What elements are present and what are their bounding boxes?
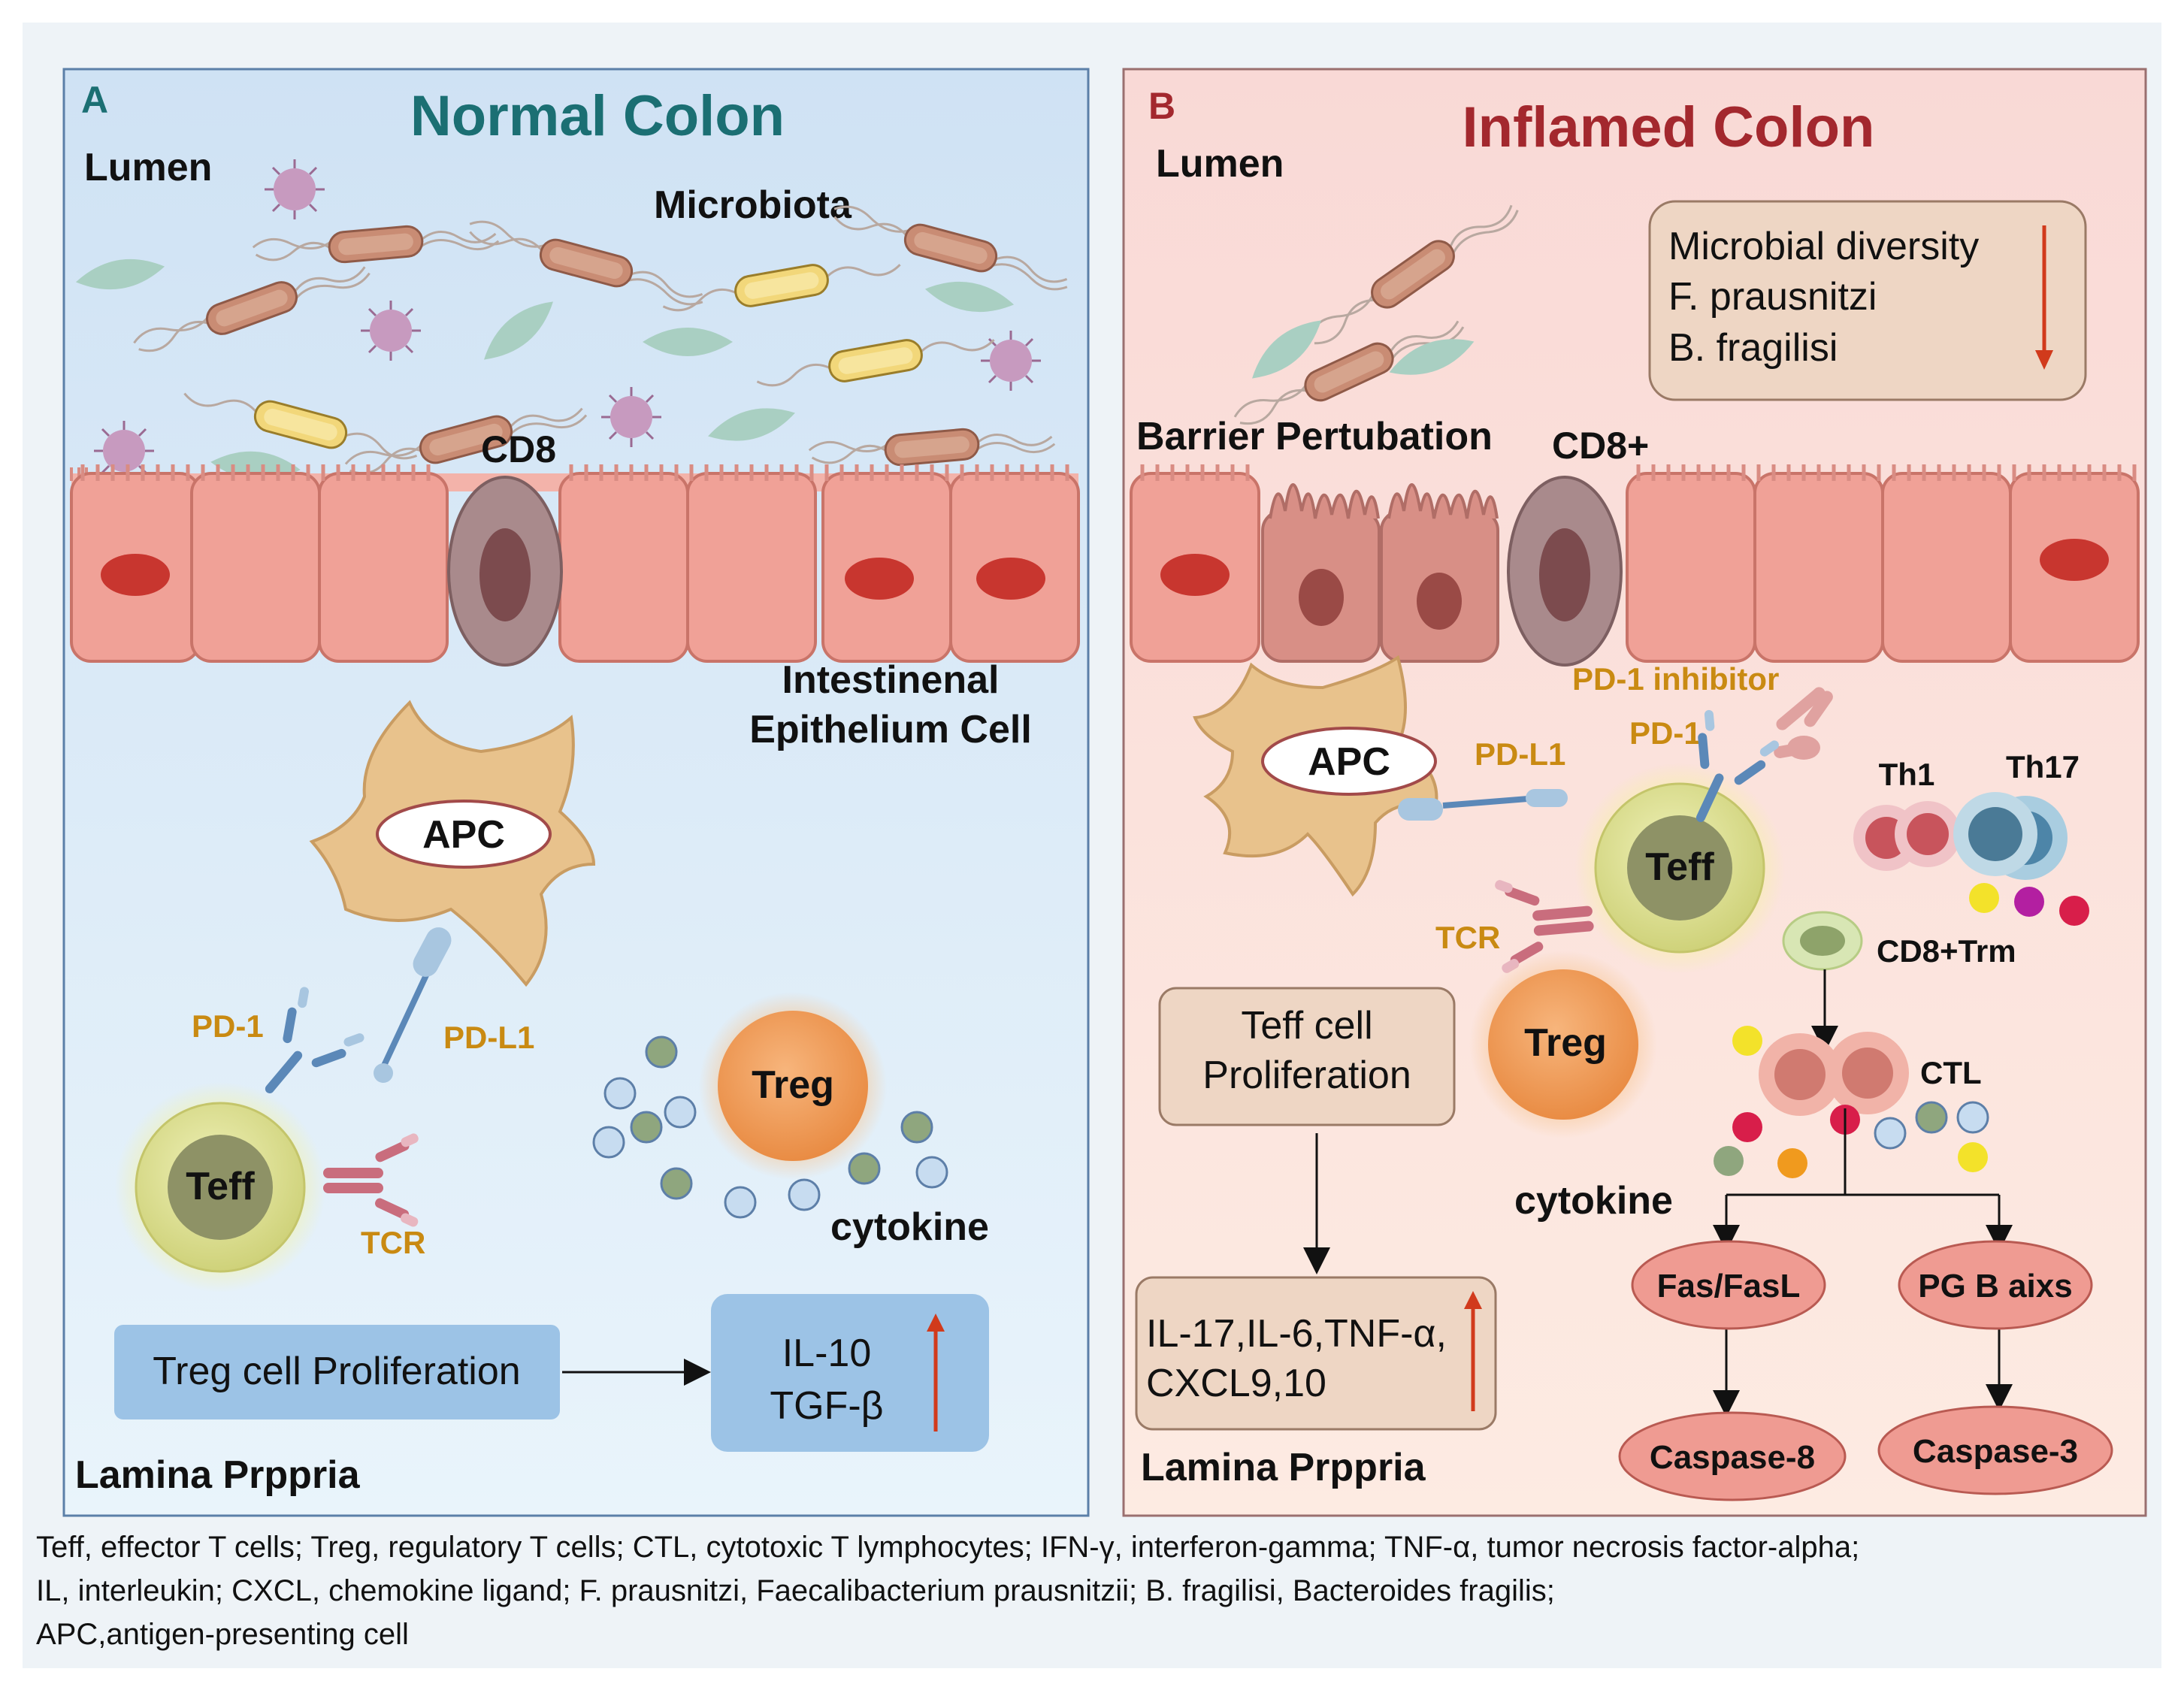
treg-cell-b	[1469, 951, 1657, 1138]
teff-prolif-line2: Proliferation	[1202, 1054, 1411, 1097]
treg-label-a: Treg	[752, 1063, 834, 1107]
panel-b: B Inflamed Colon Lumen Microbial diversi…	[1122, 68, 2147, 1517]
panel-a-lamina: Lamina Prppria	[75, 1453, 361, 1497]
cd8plus-label: CD8+	[1552, 425, 1649, 467]
panel-a-title: Normal Colon	[410, 84, 785, 148]
pathway-connectors	[1713, 1108, 2013, 1417]
apc-label-a: APC	[422, 813, 505, 857]
pd1-label-b: PD-1	[1629, 715, 1702, 751]
up-arrow-icon-b	[1464, 1291, 1482, 1411]
pdl1-label-a: PD-L1	[443, 1020, 534, 1055]
caption-line-3: APC,antigen-presenting cell	[36, 1618, 409, 1651]
th17-label: Th17	[2006, 749, 2080, 785]
fas-label: Fas/FasL	[1657, 1268, 1801, 1305]
pd1-inhibitor-icon	[1774, 687, 1833, 760]
pdl1-label-b: PD-L1	[1475, 736, 1565, 772]
th1-cells	[1853, 801, 1961, 871]
ctl-cells	[1759, 1032, 1909, 1116]
casp3-label: Caspase-3	[1913, 1433, 2078, 1470]
treg-prolif-box	[114, 1325, 560, 1419]
th17-cells	[1953, 792, 2089, 926]
il10-box	[711, 1294, 989, 1452]
th1-label: Th1	[1879, 757, 1935, 792]
pdl1-a	[374, 927, 452, 1083]
pd1-inhibitor-label: PD-1 inhibitor	[1572, 661, 1779, 697]
cytokines-b	[1714, 1026, 1989, 1178]
fas-node	[1631, 1240, 1826, 1330]
panel-b-title: Inflamed Colon	[1463, 95, 1875, 159]
treg-cell-a	[699, 992, 887, 1180]
casp3-node	[1877, 1405, 2113, 1495]
microbe-info-box	[1648, 200, 2087, 401]
casp8-node	[1618, 1411, 1847, 1501]
pd1-label-a: PD-1	[192, 1008, 264, 1044]
panel-b-lamina: Lamina Prppria	[1141, 1446, 1426, 1489]
apc-cell-a	[309, 700, 596, 987]
panel-a-letter: A	[81, 79, 108, 121]
cyto-line1: IL-17,IL-6,TNF-α,	[1146, 1312, 1447, 1356]
panel-b-letter: B	[1148, 85, 1175, 127]
apc-cell-b	[1193, 655, 1568, 897]
panel-a-microbiota: Microbiota	[654, 183, 852, 227]
panel-a-lumen: Lumen	[84, 146, 212, 189]
panel-a: A Normal Colon Lumen Microbiota	[62, 68, 1090, 1517]
treg-prolif-label: Treg cell Proliferation	[153, 1350, 520, 1393]
cytokines-a	[592, 1035, 948, 1219]
ctl-label: CTL	[1920, 1055, 1982, 1090]
panel-a-cd8: CD8	[481, 428, 556, 470]
epithelium-b	[1130, 464, 2140, 667]
microbe-box-line3: B. fragilisi	[1668, 326, 1838, 370]
cytokine-output-box	[1135, 1276, 1497, 1431]
caption-line-2: IL, interleukin; CXCL, chemokine ligand;…	[36, 1574, 1555, 1607]
casp8-label: Caspase-8	[1650, 1439, 1815, 1476]
caption-line-1: Teff, effector T cells; Treg, regulatory…	[36, 1531, 1860, 1564]
cytokine-label-a: cytokine	[830, 1205, 989, 1249]
panel-b-lumen: Lumen	[1156, 142, 1284, 186]
tcr-label-a: TCR	[361, 1225, 425, 1260]
cd8trm-label: CD8+Trm	[1877, 933, 2016, 969]
down-arrow-icon	[2035, 225, 2053, 370]
tcr-label-b: TCR	[1435, 920, 1500, 955]
cyto-line2: CXCL9,10	[1146, 1362, 1326, 1405]
teff-label-a: Teff	[186, 1165, 255, 1208]
epithelium-label-line1: Intestinenal	[782, 658, 1000, 702]
teff-prolif-line1: Teff cell	[1241, 1004, 1372, 1048]
epithelium-label-line2: Epithelium Cell	[749, 708, 1032, 751]
apc-label-b: APC	[1308, 740, 1390, 784]
pgb-node	[1898, 1240, 2093, 1330]
microbe-box-line1: Microbial diversity	[1668, 225, 1979, 268]
teff-cell-b	[1492, 706, 1785, 975]
microbe-box-line2: F. prausnitzi	[1668, 275, 1877, 319]
teff-prolif-box	[1158, 987, 1456, 1126]
treg-label-b: Treg	[1524, 1021, 1607, 1065]
teff-cell-a	[115, 982, 420, 1292]
teff-label-b: Teff	[1645, 845, 1714, 889]
il10-label: IL-10	[782, 1332, 872, 1375]
cd8trm-cell	[1782, 911, 1863, 971]
figure-caption: Teff, effector T cells; Treg, regulatory…	[36, 1525, 2148, 1656]
cytokine-label-b: cytokine	[1514, 1179, 1673, 1223]
up-arrow-icon	[927, 1314, 945, 1432]
pgb-label: PG B aixs	[1918, 1268, 2072, 1305]
epithelium-a	[70, 464, 1080, 667]
barrier-label: Barrier Pertubation	[1136, 415, 1493, 458]
tgfb-label: TGF-β	[770, 1384, 883, 1428]
